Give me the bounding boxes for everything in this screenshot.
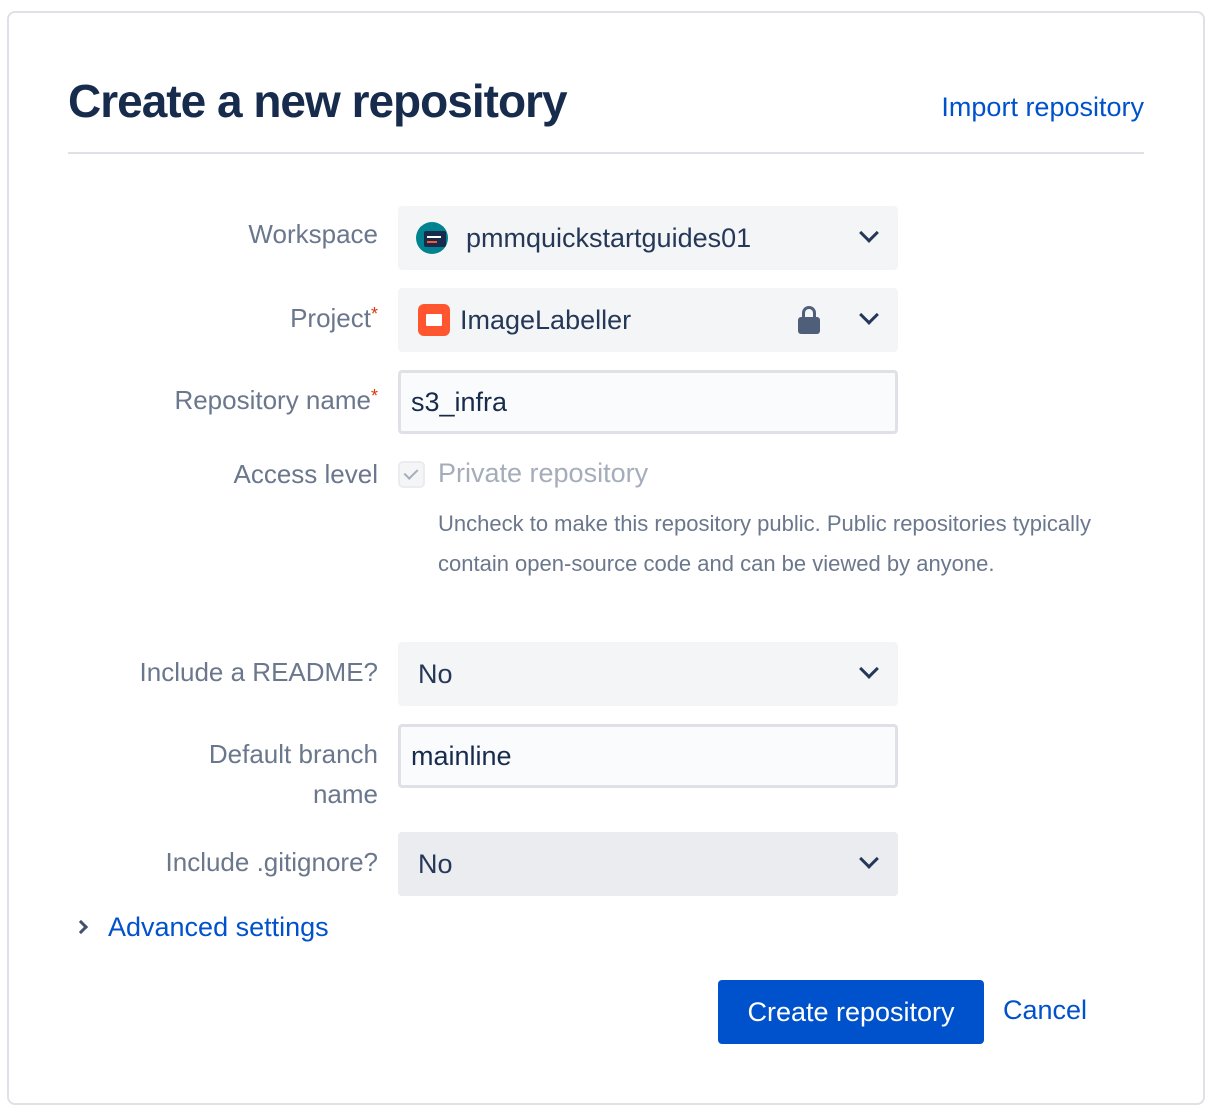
- workspace-value: pmmquickstartguides01: [466, 222, 752, 253]
- workspace-label: Workspace: [248, 219, 378, 249]
- project-select[interactable]: ImageLabeller: [398, 288, 898, 352]
- chevron-down-icon: [859, 305, 879, 325]
- private-repository-checkbox[interactable]: [398, 461, 425, 488]
- import-repository-link[interactable]: Import repository: [941, 92, 1144, 122]
- create-repository-dialog: [7, 11, 1205, 1105]
- private-repository-label: Private repository: [438, 458, 649, 488]
- chevron-down-icon: [859, 223, 879, 243]
- page-title: Create a new repository: [68, 75, 568, 127]
- default-branch-label: Default branch name: [208, 739, 378, 809]
- gitignore-select[interactable]: No: [398, 832, 898, 896]
- lock-icon: [798, 306, 820, 334]
- readme-value: No: [418, 658, 453, 689]
- chevron-down-icon: [859, 849, 879, 869]
- create-repository-button[interactable]: Create repository: [718, 980, 984, 1044]
- workspace-select[interactable]: pmmquickstartguides01: [398, 206, 898, 270]
- chevron-down-icon: [859, 659, 879, 679]
- repository-name-label: Repository name*: [174, 385, 378, 415]
- gitignore-label: Include .gitignore?: [165, 847, 378, 877]
- workspace-avatar-icon: [416, 222, 448, 254]
- chevron-right-icon: [73, 919, 89, 935]
- cancel-button[interactable]: Cancel: [1003, 995, 1088, 1025]
- project-value: ImageLabeller: [460, 304, 632, 335]
- readme-select[interactable]: No: [398, 642, 898, 706]
- advanced-settings-toggle[interactable]: Advanced settings: [73, 909, 329, 945]
- access-level-label: Access level: [233, 459, 379, 489]
- default-branch-input[interactable]: mainline: [398, 724, 898, 788]
- folder-icon: [418, 304, 450, 336]
- divider: [68, 152, 1144, 154]
- advanced-settings-label: Advanced settings: [108, 911, 329, 942]
- repository-name-input[interactable]: s3_infra: [398, 370, 898, 434]
- gitignore-value: No: [418, 848, 453, 879]
- readme-label: Include a README?: [139, 657, 378, 687]
- check-icon: [403, 465, 419, 480]
- access-level-help: Uncheck to make this repository public. …: [438, 511, 1091, 576]
- project-label: Project*: [290, 303, 378, 333]
